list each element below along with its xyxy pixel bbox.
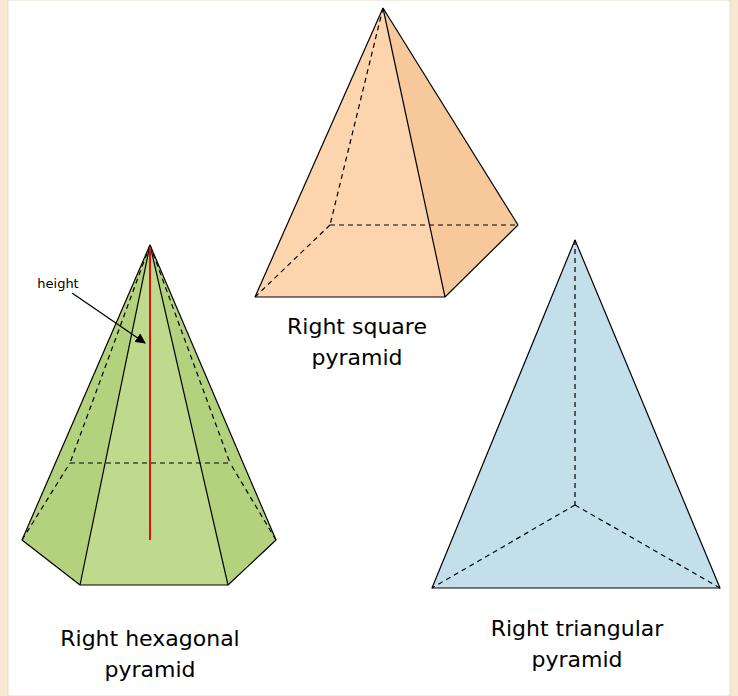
dimension-label: height — [18, 276, 98, 292]
hexagonal-pyramid — [22, 245, 276, 585]
triangular-pyramid — [432, 240, 720, 588]
figure-caption: Right hexagonal pyramid — [30, 624, 270, 686]
figure-caption: Right square pyramid — [257, 312, 457, 374]
white-panel — [8, 0, 730, 696]
square-pyramid — [255, 8, 518, 297]
height-line — [149, 247, 151, 540]
figure-caption: Right triangular pyramid — [457, 614, 697, 676]
leader-arrow — [72, 293, 145, 343]
